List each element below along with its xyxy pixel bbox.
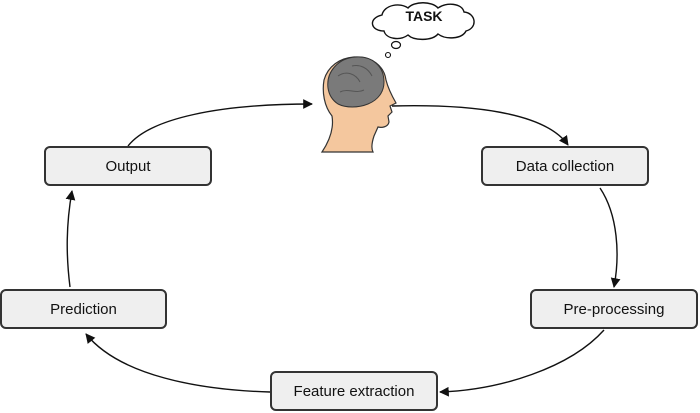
- prediction-box: Prediction: [0, 289, 167, 329]
- prediction-label: Prediction: [50, 300, 117, 318]
- pre-processing-box: Pre-processing: [530, 289, 698, 329]
- arrow-feature-extraction-to-prediction: [85, 333, 271, 393]
- output-box: Output: [44, 146, 212, 186]
- human-head-with-brain-icon: [320, 56, 397, 153]
- arrow-data-collection-to-pre-processing: [599, 187, 621, 288]
- pre-processing-label: Pre-processing: [563, 300, 665, 318]
- arrow-prediction-to-output: [65, 190, 76, 288]
- arrow-output-to-head: [127, 99, 313, 147]
- output-label: Output: [105, 157, 151, 175]
- arrow-pre-processing-to-feature-extraction: [439, 329, 605, 397]
- feature-extraction-label: Feature extraction: [293, 382, 415, 400]
- task-label: TASK: [405, 8, 443, 24]
- feature-extraction-box: Feature extraction: [270, 371, 438, 411]
- thought-cloud-icon: [371, 2, 475, 59]
- data-collection-label: Data collection: [515, 157, 615, 175]
- data-collection-box: Data collection: [481, 146, 649, 186]
- arrow-head-to-data-collection: [391, 105, 569, 146]
